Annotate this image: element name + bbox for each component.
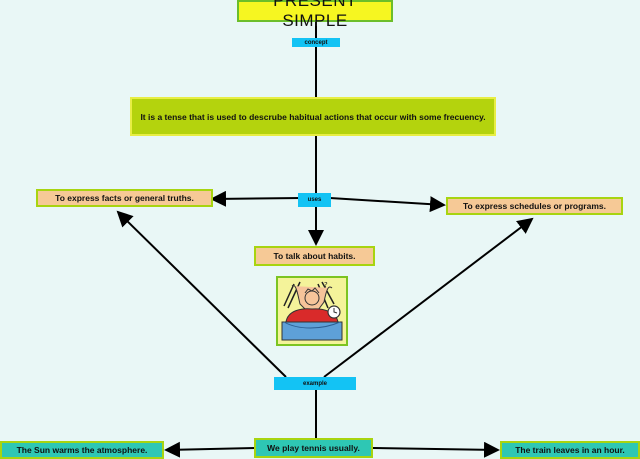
use-habits-box: To talk about habits. — [254, 246, 375, 266]
diagram-title: PRESENT SIMPLE — [237, 0, 393, 30]
example-tennis-box: We play tennis usually. — [254, 438, 373, 458]
example-train-box: The train leaves in an hour. — [500, 441, 640, 459]
link-label-uses: uses — [298, 193, 331, 207]
use-facts-box: To express facts or general truths. — [36, 189, 213, 207]
waking-up-illustration: ? — [276, 276, 348, 346]
waking-up-person-icon: ? — [281, 281, 343, 341]
link-label-example: example — [274, 377, 356, 390]
use-schedules-box: To express schedules or programs. — [446, 197, 623, 215]
example-sun-box: The Sun warms the atmosphere. — [0, 441, 164, 459]
definition-box: It is a tense that is used to descrube h… — [130, 97, 496, 136]
svg-text:?: ? — [324, 281, 328, 289]
link-label-concept: concept — [292, 38, 340, 47]
